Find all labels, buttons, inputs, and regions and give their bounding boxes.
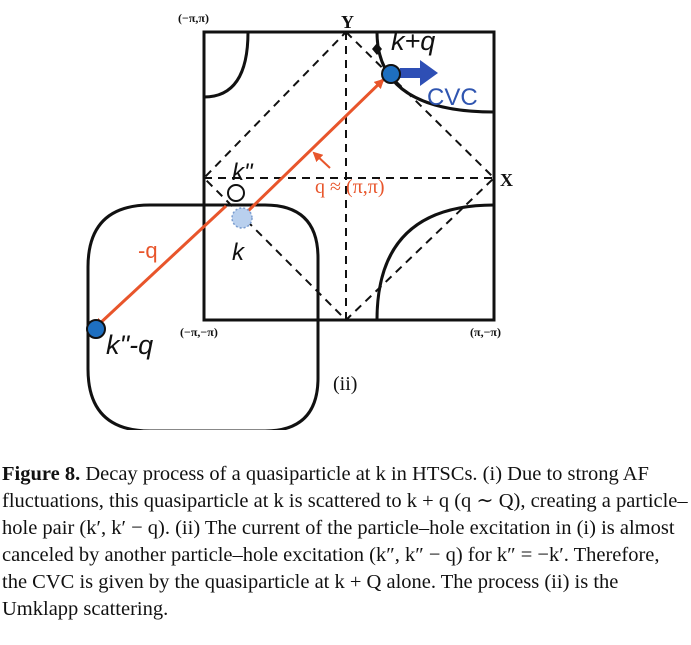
- label-k-double-prime-minus-q: k"-q: [106, 330, 153, 360]
- fermi-arc-top-left: [203, 31, 250, 99]
- af-zone-diamond: [202, 30, 496, 322]
- q-arrow: [245, 78, 385, 214]
- q-direction-arrow: [312, 151, 331, 169]
- label-k-double-prime: k": [232, 159, 254, 186]
- minus-q-arrow: [94, 204, 228, 329]
- label-q: q ≈ (π,π): [315, 176, 385, 198]
- fermi-surface-shifted: [86, 203, 320, 430]
- figure-label: Figure 8.: [2, 463, 81, 485]
- corner-label-bottom-left: (−π,−π): [180, 325, 218, 339]
- caption-text: Decay process of a quasiparticle at k in…: [2, 463, 688, 620]
- figure-caption: Figure 8. Decay process of a quasipartic…: [2, 461, 688, 623]
- label-k-plus-q: k+q: [391, 26, 435, 56]
- corner-label-bottom-right: (π,−π): [470, 325, 501, 339]
- cvc-arrow: [400, 60, 438, 86]
- axis-x-label: X: [500, 170, 513, 190]
- fermi-arc-bottom-right: [375, 203, 495, 321]
- corner-label-top-left: (−π,π): [178, 11, 209, 25]
- k-point: [231, 207, 253, 229]
- boundary-marker: [372, 43, 382, 55]
- brillouin-zone-square: [202, 30, 496, 322]
- axis-y-label: Y: [341, 12, 354, 32]
- panel-label: (ii): [333, 373, 357, 395]
- k-double-prime-point: [227, 184, 245, 202]
- label-minus-q: -q: [138, 238, 158, 263]
- k-plus-q-point: [381, 64, 401, 84]
- k-double-prime-minus-q-point: [86, 319, 106, 339]
- label-k: k: [232, 239, 246, 266]
- label-cvc: CVC: [427, 84, 478, 111]
- figure-diagram: Y X (−π,π) (−π,−π) (π,−π) k+q CVC q ≈ (π…: [86, 11, 513, 430]
